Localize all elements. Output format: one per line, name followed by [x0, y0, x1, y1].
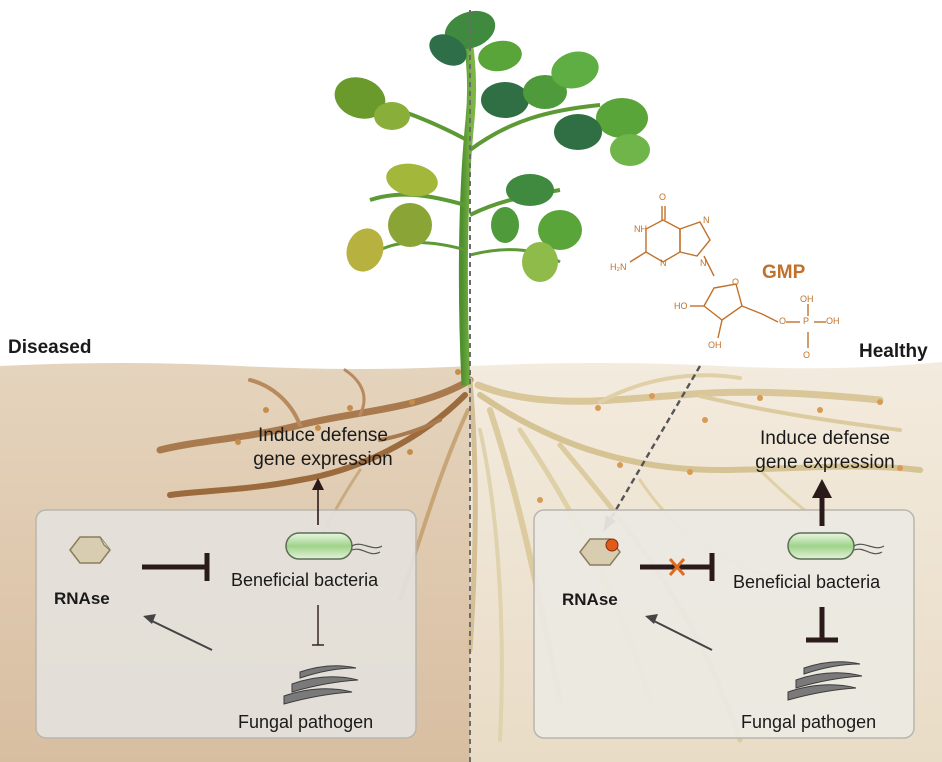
left-mechanism-panel [35, 478, 417, 739]
atom-ho: HO [674, 301, 688, 311]
fungal-pathogen-right [787, 661, 863, 701]
healthy-title: Healthy [859, 341, 928, 362]
right-bacteria-label: Beneficial bacteria [733, 572, 881, 592]
atom-n3: N [660, 258, 667, 268]
left-defense-line2: gene expression [253, 449, 393, 470]
atom-nh2: H₂N [610, 262, 627, 272]
atom-p-oh1: OH [800, 294, 814, 304]
atom-p-oh2: OH [826, 316, 840, 326]
atom-nh: NH [634, 224, 647, 234]
left-rnase-label: RNAse [54, 589, 110, 608]
diseased-title: Diseased [8, 337, 92, 358]
atom-n9: N [700, 258, 707, 268]
gmp-structure [629, 206, 826, 348]
left-bacteria-label: Beneficial bacteria [231, 570, 379, 590]
right-mechanism-panel [533, 479, 915, 739]
atom-o-top: O [659, 192, 667, 202]
diseased-roots [156, 368, 478, 653]
atom-p: P [803, 316, 810, 326]
right-defense-label: Induce defense gene expression [745, 427, 905, 475]
right-defense-line1: Induce defense [760, 428, 890, 449]
right-fungal-label: Fungal pathogen [741, 712, 877, 732]
atom-n7: N [703, 215, 710, 225]
left-fungal-label: Fungal pathogen [238, 712, 374, 732]
beneficial-bacterium [285, 532, 353, 560]
atom-ring-o: O [732, 277, 740, 287]
plant [334, 10, 650, 386]
beneficial-bacterium-right [787, 532, 855, 560]
atom-oh: OH [708, 340, 722, 350]
fungal-pathogen [283, 665, 359, 705]
gmp-label: GMP [762, 262, 806, 283]
left-defense-label: Induce defense gene expression [243, 424, 403, 472]
atom-p-o: O [803, 350, 811, 360]
right-defense-line2: gene expression [755, 452, 895, 473]
right-rnase-label: RNAse [562, 590, 618, 609]
left-defense-line1: Induce defense [258, 425, 388, 446]
atom-ester-o: O [779, 316, 787, 326]
